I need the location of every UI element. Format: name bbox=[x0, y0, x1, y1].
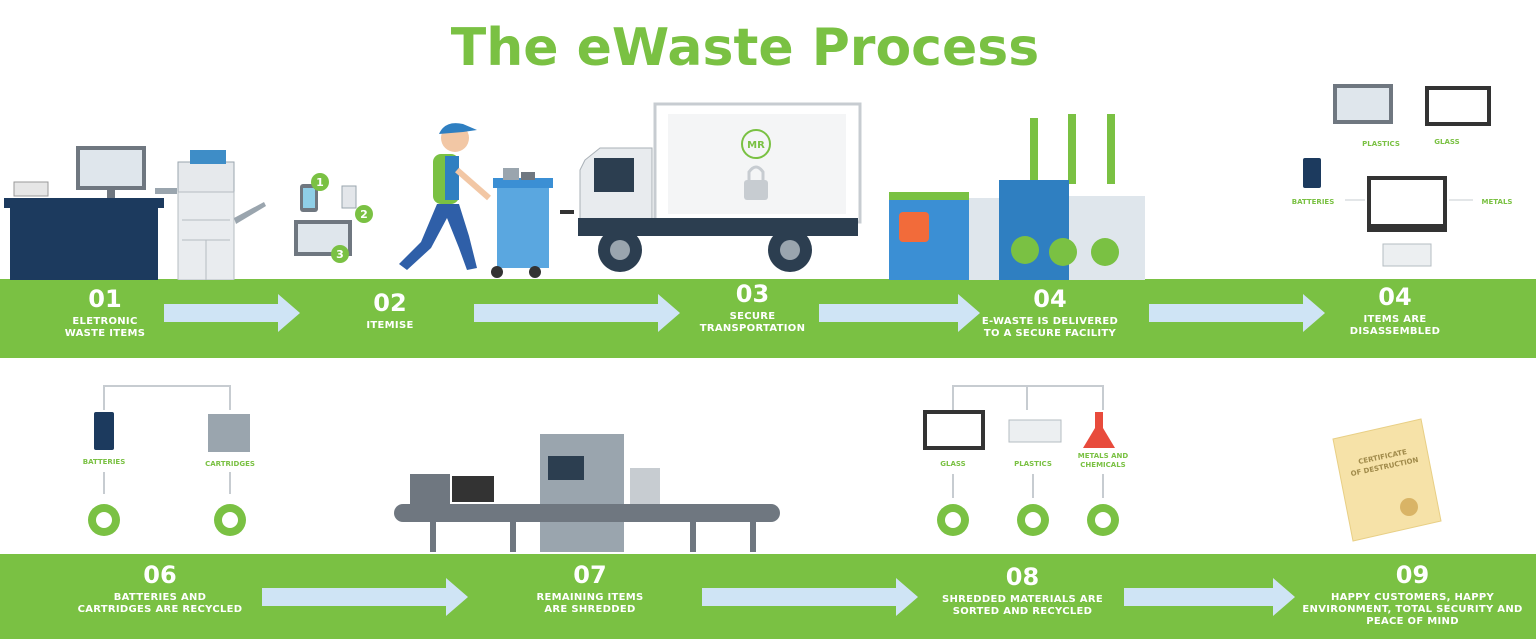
step-01: 01 ELETRONIC WASTE ITEMS bbox=[40, 286, 170, 340]
step-number: 06 bbox=[143, 561, 177, 589]
step-label: HAPPY CUSTOMERS, HAPPY ENVIRONMENT, TOTA… bbox=[1302, 592, 1523, 627]
batteries-label: BATTERIES bbox=[83, 458, 126, 466]
step-06: 06 BATTERIES AND CARTRIDGES ARE RECYCLED bbox=[70, 562, 250, 616]
plastics-label: PLASTICS bbox=[1362, 140, 1400, 148]
step-02: 02 ITEMISE bbox=[340, 290, 440, 332]
step-label: SHREDDED MATERIALS ARE SORTED AND RECYCL… bbox=[942, 594, 1103, 617]
arrow-right-icon bbox=[702, 578, 918, 616]
step-number: 01 bbox=[88, 285, 122, 313]
step-label: ITEMISE bbox=[366, 320, 414, 331]
batteries-label: BATTERIES bbox=[1292, 198, 1335, 206]
page-title: The eWaste Process bbox=[450, 18, 1040, 78]
step-label: SECURE TRANSPORTATION bbox=[699, 311, 806, 334]
step-03: 03 SECURE TRANSPORTATION bbox=[690, 281, 815, 335]
step-04: 04 E-WASTE IS DELIVERED TO A SECURE FACI… bbox=[975, 286, 1125, 340]
step-number: 02 bbox=[373, 289, 407, 317]
secure-truck-illustration: MR bbox=[560, 102, 862, 272]
batteries-cartridges-illustration: BATTERIES CARTRIDGES bbox=[83, 385, 255, 536]
badge-2: 2 bbox=[360, 208, 368, 221]
plastics-label: PLASTICS bbox=[1014, 460, 1052, 468]
step-number: 09 bbox=[1395, 561, 1430, 589]
step-05: 04 ITEMS ARE DISASSEMBLED bbox=[1335, 284, 1455, 338]
step-label: REMAINING ITEMS ARE SHREDDED bbox=[536, 592, 644, 615]
arrow-right-icon bbox=[1149, 294, 1325, 332]
glass-label: GLASS bbox=[1434, 138, 1459, 146]
step-08: 08 SHREDDED MATERIALS ARE SORTED AND REC… bbox=[935, 564, 1110, 618]
recycle-icon bbox=[937, 504, 969, 536]
step-number: 04 bbox=[1033, 285, 1067, 313]
step-number: 03 bbox=[735, 280, 770, 308]
metals-label: METALS bbox=[1482, 198, 1513, 206]
step-label: ELETRONIC WASTE ITEMS bbox=[64, 316, 146, 339]
metals-label-line1: METALS AND bbox=[1078, 452, 1129, 460]
recycle-icon bbox=[88, 504, 120, 536]
step-label: E-WASTE IS DELIVERED TO A SECURE FACILIT… bbox=[981, 316, 1119, 339]
step-number: 07 bbox=[573, 561, 607, 589]
step-label: BATTERIES AND CARTRIDGES ARE RECYCLED bbox=[77, 592, 243, 615]
step-07: 07 REMAINING ITEMS ARE SHREDDED bbox=[520, 562, 660, 616]
office-desk-illustration bbox=[4, 146, 266, 280]
disassembly-illustration: PLASTICS GLASS BATTERIES METALS bbox=[1292, 84, 1513, 267]
badge-1: 1 bbox=[316, 176, 324, 189]
truck-logo: MR bbox=[747, 140, 765, 151]
step-09: 09 HAPPY CUSTOMERS, HAPPY ENVIRONMENT, T… bbox=[1300, 562, 1525, 628]
arrow-right-icon bbox=[819, 294, 980, 332]
arrow-right-icon bbox=[474, 294, 680, 332]
step-number: 08 bbox=[1005, 563, 1040, 591]
glass-label: GLASS bbox=[940, 460, 965, 468]
itemise-devices-illustration: 1 2 3 bbox=[294, 173, 373, 263]
step-label: ITEMS ARE DISASSEMBLED bbox=[1349, 314, 1441, 337]
arrow-right-icon bbox=[1124, 578, 1295, 616]
metals-label-line2: CHEMICALS bbox=[1080, 461, 1125, 469]
arrow-right-icon bbox=[164, 294, 300, 332]
cartridges-label: CARTRIDGES bbox=[205, 460, 255, 468]
shredder-illustration bbox=[394, 434, 780, 552]
sorted-materials-illustration: GLASS PLASTICS METALS AND CHEMICALS bbox=[923, 385, 1129, 536]
step-number: 04 bbox=[1378, 283, 1412, 311]
worker-with-bin-illustration bbox=[399, 123, 553, 278]
badge-3: 3 bbox=[336, 248, 344, 261]
recycle-icon bbox=[1017, 504, 1049, 536]
recycle-icon bbox=[214, 504, 246, 536]
recycle-icon bbox=[1087, 504, 1119, 536]
certificate-illustration: CERTIFICATE OF DESTRUCTION bbox=[1332, 418, 1442, 542]
secure-facility-illustration bbox=[889, 114, 1145, 280]
arrow-right-icon bbox=[262, 578, 468, 616]
